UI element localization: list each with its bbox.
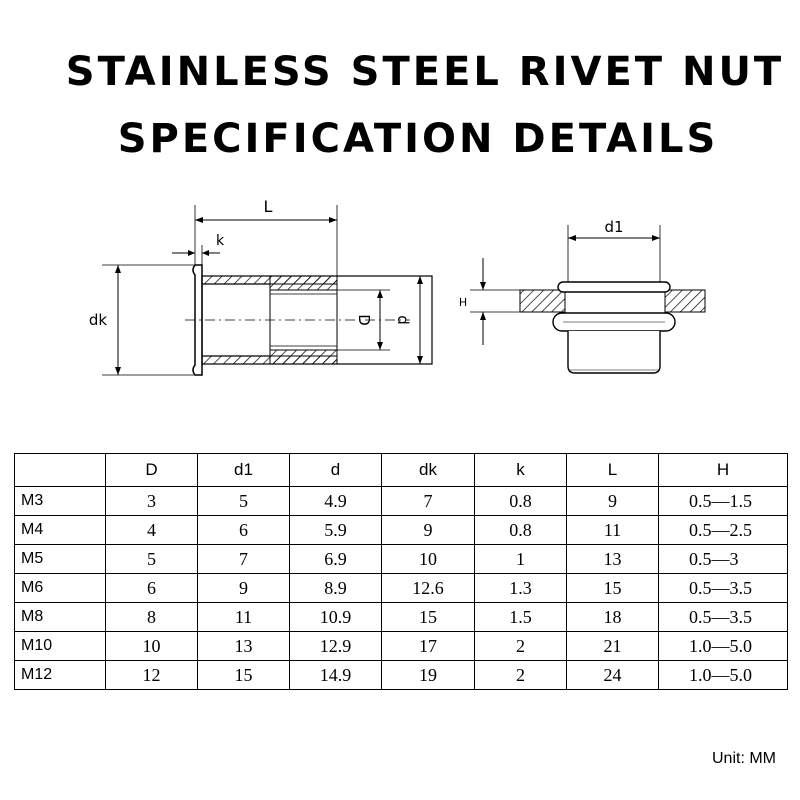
label-H: H	[459, 296, 467, 309]
table-cell: 21	[566, 631, 659, 661]
table-cell: 1.0—5.0	[658, 660, 788, 690]
table-row: M4 4 6 5.9 9 0.8 11 0.5—2.5	[14, 515, 788, 545]
table-cell: 24	[566, 660, 659, 690]
label-d1: d1	[604, 218, 623, 236]
table-cell: 10.9	[289, 602, 382, 632]
label-dk: dk	[89, 311, 108, 329]
table-cell: 0.5—2.5	[658, 515, 788, 545]
model-cell: M4	[14, 515, 106, 545]
table-row: M5 5 7 6.9 10 1 13 0.5—3	[14, 544, 788, 574]
table-cell: 11	[197, 602, 290, 632]
header-cell: d	[289, 453, 382, 487]
table-cell: 14.9	[289, 660, 382, 690]
table-cell: 0.5—3	[658, 544, 788, 574]
table-cell: 4	[105, 515, 198, 545]
table-cell: 0.5—1.5	[658, 486, 788, 516]
table-cell: 15	[566, 573, 659, 603]
header-cell: D	[105, 453, 198, 487]
table-cell: 2	[474, 631, 567, 661]
specification-table: D d1 d dk k L H M3 3 5 4.9 7 0.8 9 0.5—1…	[14, 453, 788, 690]
table-cell: 8	[105, 602, 198, 632]
table-cell: 5	[197, 486, 290, 516]
table-cell: 5	[105, 544, 198, 574]
model-cell: M6	[14, 573, 106, 603]
header-cell	[14, 453, 106, 487]
table-row: M3 3 5 4.9 7 0.8 9 0.5—1.5	[14, 486, 788, 516]
table-cell: 0.5—3.5	[658, 602, 788, 632]
model-cell: M3	[14, 486, 106, 516]
header-cell: d1	[197, 453, 290, 487]
table-cell: 12	[105, 660, 198, 690]
table-cell: 17	[381, 631, 475, 661]
table-cell: 1.0—5.0	[658, 631, 788, 661]
table-cell: 8.9	[289, 573, 382, 603]
model-cell: M8	[14, 602, 106, 632]
table-row: M10 10 13 12.9 17 2 21 1.0—5.0	[14, 631, 788, 661]
label-D: D	[355, 314, 373, 326]
table-cell: 9	[381, 515, 475, 545]
table-cell: 6	[105, 573, 198, 603]
table-cell: 4.9	[289, 486, 382, 516]
table-cell: 10	[105, 631, 198, 661]
table-cell: 13	[197, 631, 290, 661]
table-cell: 7	[197, 544, 290, 574]
table-cell: 9	[566, 486, 659, 516]
title-line-2: SPECIFICATION DETAILS	[117, 116, 719, 162]
table-cell: 5.9	[289, 515, 382, 545]
table-cell: 0.8	[474, 515, 567, 545]
table-cell: 19	[381, 660, 475, 690]
table-cell: 12.6	[381, 573, 475, 603]
label-k: k	[216, 233, 225, 249]
model-cell: M5	[14, 544, 106, 574]
table-row: M8 8 11 10.9 15 1.5 18 0.5—3.5	[14, 602, 788, 632]
table-cell: 0.8	[474, 486, 567, 516]
model-cell: M12	[14, 660, 106, 690]
table-cell: 0.5—3.5	[658, 573, 788, 603]
rivet-nut-installed-drawing: d1 H	[459, 218, 706, 374]
header-cell: dk	[381, 453, 475, 487]
table-header-row: D d1 d dk k L H	[14, 453, 788, 487]
header-cell: H	[658, 453, 788, 487]
table-cell: 15	[197, 660, 290, 690]
table-cell: 7	[381, 486, 475, 516]
table-cell: 6.9	[289, 544, 382, 574]
table-cell: 9	[197, 573, 290, 603]
table-cell: 6	[197, 515, 290, 545]
table-row: M6 6 9 8.9 12.6 1.3 15 0.5—3.5	[14, 573, 788, 603]
label-L: L	[264, 197, 273, 216]
table-cell: 12.9	[289, 631, 382, 661]
table-cell: 13	[566, 544, 659, 574]
table-cell: 1.3	[474, 573, 567, 603]
header-cell: k	[474, 453, 567, 487]
table-cell: 15	[381, 602, 475, 632]
table-row: M12 12 15 14.9 19 2 24 1.0—5.0	[14, 660, 788, 690]
label-d: d	[394, 315, 412, 325]
table-cell: 1.5	[474, 602, 567, 632]
title-line-1: STAINLESS STEEL RIVET NUT	[65, 49, 785, 95]
table-cell: 3	[105, 486, 198, 516]
table-cell: 11	[566, 515, 659, 545]
table-cell: 18	[566, 602, 659, 632]
table-cell: 2	[474, 660, 567, 690]
header-cell: L	[566, 453, 659, 487]
table-cell: 1	[474, 544, 567, 574]
rivet-nut-section-drawing: L k dk D d	[89, 197, 433, 376]
table-cell: 10	[381, 544, 475, 574]
unit-note: Unit: MM	[712, 750, 776, 767]
model-cell: M10	[14, 631, 106, 661]
